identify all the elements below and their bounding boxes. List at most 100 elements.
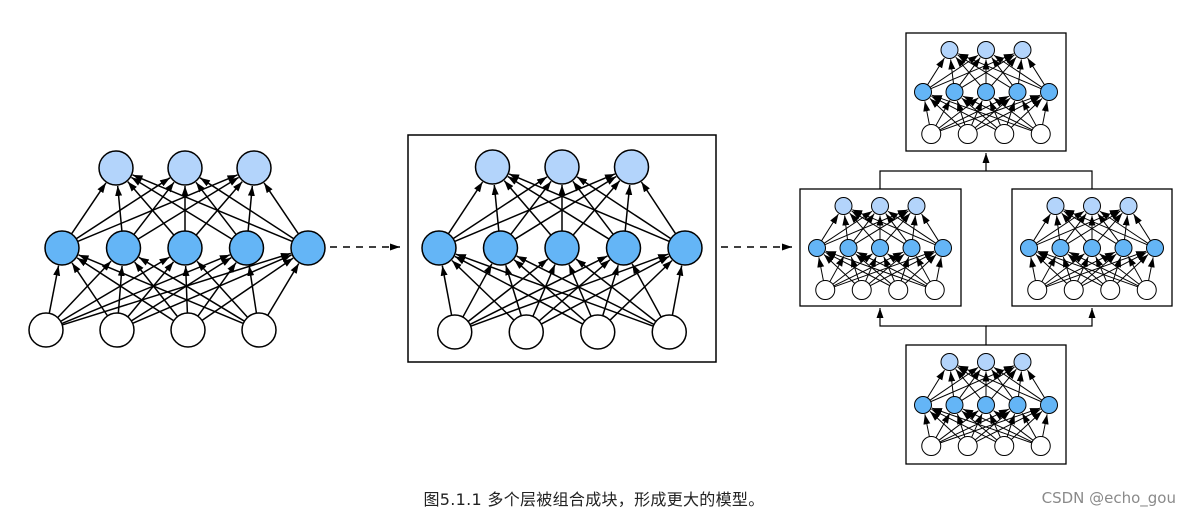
model-block-left-edge-input-hidden <box>887 253 928 285</box>
model-block-bottom-output-node <box>1013 353 1032 371</box>
model-block-top-edge-input-hidden <box>1006 100 1016 126</box>
block-net-edge-input-hidden <box>451 259 515 321</box>
block-net-edge-input-hidden <box>454 255 584 325</box>
model-block-right-input-node <box>1100 280 1121 300</box>
layer-net-edge-input-hidden <box>117 265 125 314</box>
model-block-bottom-hidden-node <box>1040 396 1058 414</box>
layer-net-edge-input-hidden <box>182 265 190 314</box>
model-block-left-hidden-node <box>871 239 889 257</box>
layer-net-input-node <box>28 312 64 348</box>
block-net-edge-input-hidden <box>455 253 654 327</box>
model-block-bottom-edge-hidden-output <box>961 366 1015 401</box>
model-block-left-edge-input-hidden <box>817 257 825 281</box>
layer-net-hidden-node <box>105 230 142 266</box>
model-block-right-hidden-node <box>1020 239 1038 257</box>
block-net-edge-hidden-output <box>447 181 484 235</box>
model-block-left-edge-hidden-output <box>885 213 907 242</box>
model-block-top-output-node <box>1013 41 1032 59</box>
block-net-edge-input-hidden <box>467 258 549 323</box>
block-net-edge-input-hidden <box>440 265 453 316</box>
model-block-left-edge-hidden-output <box>852 209 936 246</box>
layer-net-edge-input-hidden <box>127 261 175 318</box>
model-block-bottom-edge-input-hidden <box>989 413 1001 438</box>
model-block-bottom-edge-input-hidden <box>1021 413 1037 438</box>
model-block-right-input-node <box>1136 280 1157 300</box>
model-block-top-edge-hidden-output <box>991 56 1017 86</box>
nodes-layer <box>28 41 1164 456</box>
model-block-bottom-hidden-node <box>945 396 964 414</box>
model-block-right-edge-hidden-output <box>1097 213 1119 242</box>
layer-net-edge-input-hidden <box>134 261 179 318</box>
model-block-right-edge-hidden-output <box>1065 213 1087 242</box>
model-block-left-output-node <box>907 197 926 215</box>
block-net-edge-input-hidden <box>516 255 655 326</box>
model-block-top-box <box>905 32 1067 152</box>
model-block-left-edge-input-hidden <box>825 251 891 287</box>
model-block-right-edge-input-hidden <box>1068 251 1139 287</box>
block-net-edge-input-hidden <box>462 263 493 318</box>
layer-net-hidden-node <box>228 230 265 266</box>
block-net-hidden-node <box>605 230 642 266</box>
layer-net-edge-hidden-output <box>127 181 175 236</box>
model-block-bottom-edge-input-hidden <box>1041 414 1049 437</box>
block-net-hidden-node <box>667 230 703 266</box>
connector-bottom-to-right <box>986 308 1096 327</box>
block-net-edge-hidden-output <box>510 180 552 235</box>
layer-net-edge-hidden-output <box>132 174 293 243</box>
model-block-bottom-edge-hidden-output <box>948 371 956 397</box>
model-block-left-hidden-node <box>839 239 858 257</box>
model-block-top-hidden-node <box>1008 83 1027 101</box>
model-block-left-edge-hidden-output <box>921 213 939 242</box>
model-block-bottom-edge-hidden-output <box>993 366 1043 401</box>
model-block-right-edge-hidden-output <box>1064 209 1148 246</box>
layer-net-output-node <box>236 150 272 186</box>
block-net-edge-hidden-output <box>514 175 617 240</box>
layer-net-edge-input-hidden <box>247 265 258 314</box>
model-block-left-edge-hidden-output <box>855 210 909 244</box>
model-block-top-edge-input-hidden <box>1010 98 1043 128</box>
model-block-right-edge-input-hidden <box>1067 253 1104 285</box>
block-net-input-node <box>580 314 616 350</box>
model-block-bottom-edge-input-hidden <box>962 408 1033 443</box>
model-block-bottom-edge-hidden-output <box>927 369 945 399</box>
layer-net-edge-hidden-output <box>195 181 243 236</box>
model-block-right-edge-hidden-output <box>1133 213 1151 242</box>
model-block-left-edge-input-hidden <box>883 256 895 282</box>
model-block-left-input-node <box>888 280 909 300</box>
model-block-right-hidden-node <box>1051 239 1070 257</box>
block-net-edge-input-hidden <box>538 259 611 322</box>
model-block-top-edge-input-hidden <box>1021 100 1037 126</box>
model-block-top-input-node <box>994 124 1015 144</box>
block-net-hidden-node <box>421 230 457 266</box>
model-block-bottom-input-node <box>921 436 942 456</box>
model-block-left-edge-input-hidden <box>825 250 926 288</box>
layer-net-edge-hidden-output <box>199 177 295 240</box>
model-block-top-hidden-node <box>914 83 932 101</box>
layer-net-output-node <box>167 150 203 186</box>
model-block-top-hidden-node <box>977 83 995 101</box>
layer-net-edge-input-hidden <box>138 256 245 322</box>
model-block-bottom-edge-input-hidden <box>1006 413 1016 438</box>
model-block-top-edge-input-hidden <box>931 94 1032 132</box>
model-block-top-hidden-node <box>945 83 964 101</box>
model-block-top-edge-hidden-output <box>991 57 1013 86</box>
model-block-right-edge-input-hidden <box>1029 257 1037 281</box>
block-net-input-node <box>651 314 687 350</box>
model-block-left-edge-input-hidden <box>904 254 937 284</box>
layer-net-edge-input-hidden <box>196 260 249 318</box>
model-block-right-edge-input-hidden <box>1095 256 1107 282</box>
model-block-top-edge-hidden-output <box>961 54 1015 88</box>
model-block-left-edge-hidden-output <box>821 213 839 242</box>
model-block-top-edge-input-hidden <box>923 101 931 125</box>
layer-net-output-node <box>98 150 134 186</box>
block-net-edge-hidden-output <box>576 176 672 240</box>
model-block-left-edge-hidden-output <box>842 215 850 240</box>
model-block-left-output-node <box>871 197 889 215</box>
connector-bottom-to-left <box>876 308 987 345</box>
model-block-bottom-input-node <box>994 436 1015 456</box>
block-net-hidden-node <box>482 230 519 266</box>
model-block-bottom-edge-hidden-output <box>1027 369 1045 399</box>
model-block-bottom-edge-input-hidden <box>961 410 998 441</box>
layer-net-edge-input-hidden <box>48 265 61 314</box>
model-block-bottom-edge-hidden-output <box>958 365 1042 403</box>
